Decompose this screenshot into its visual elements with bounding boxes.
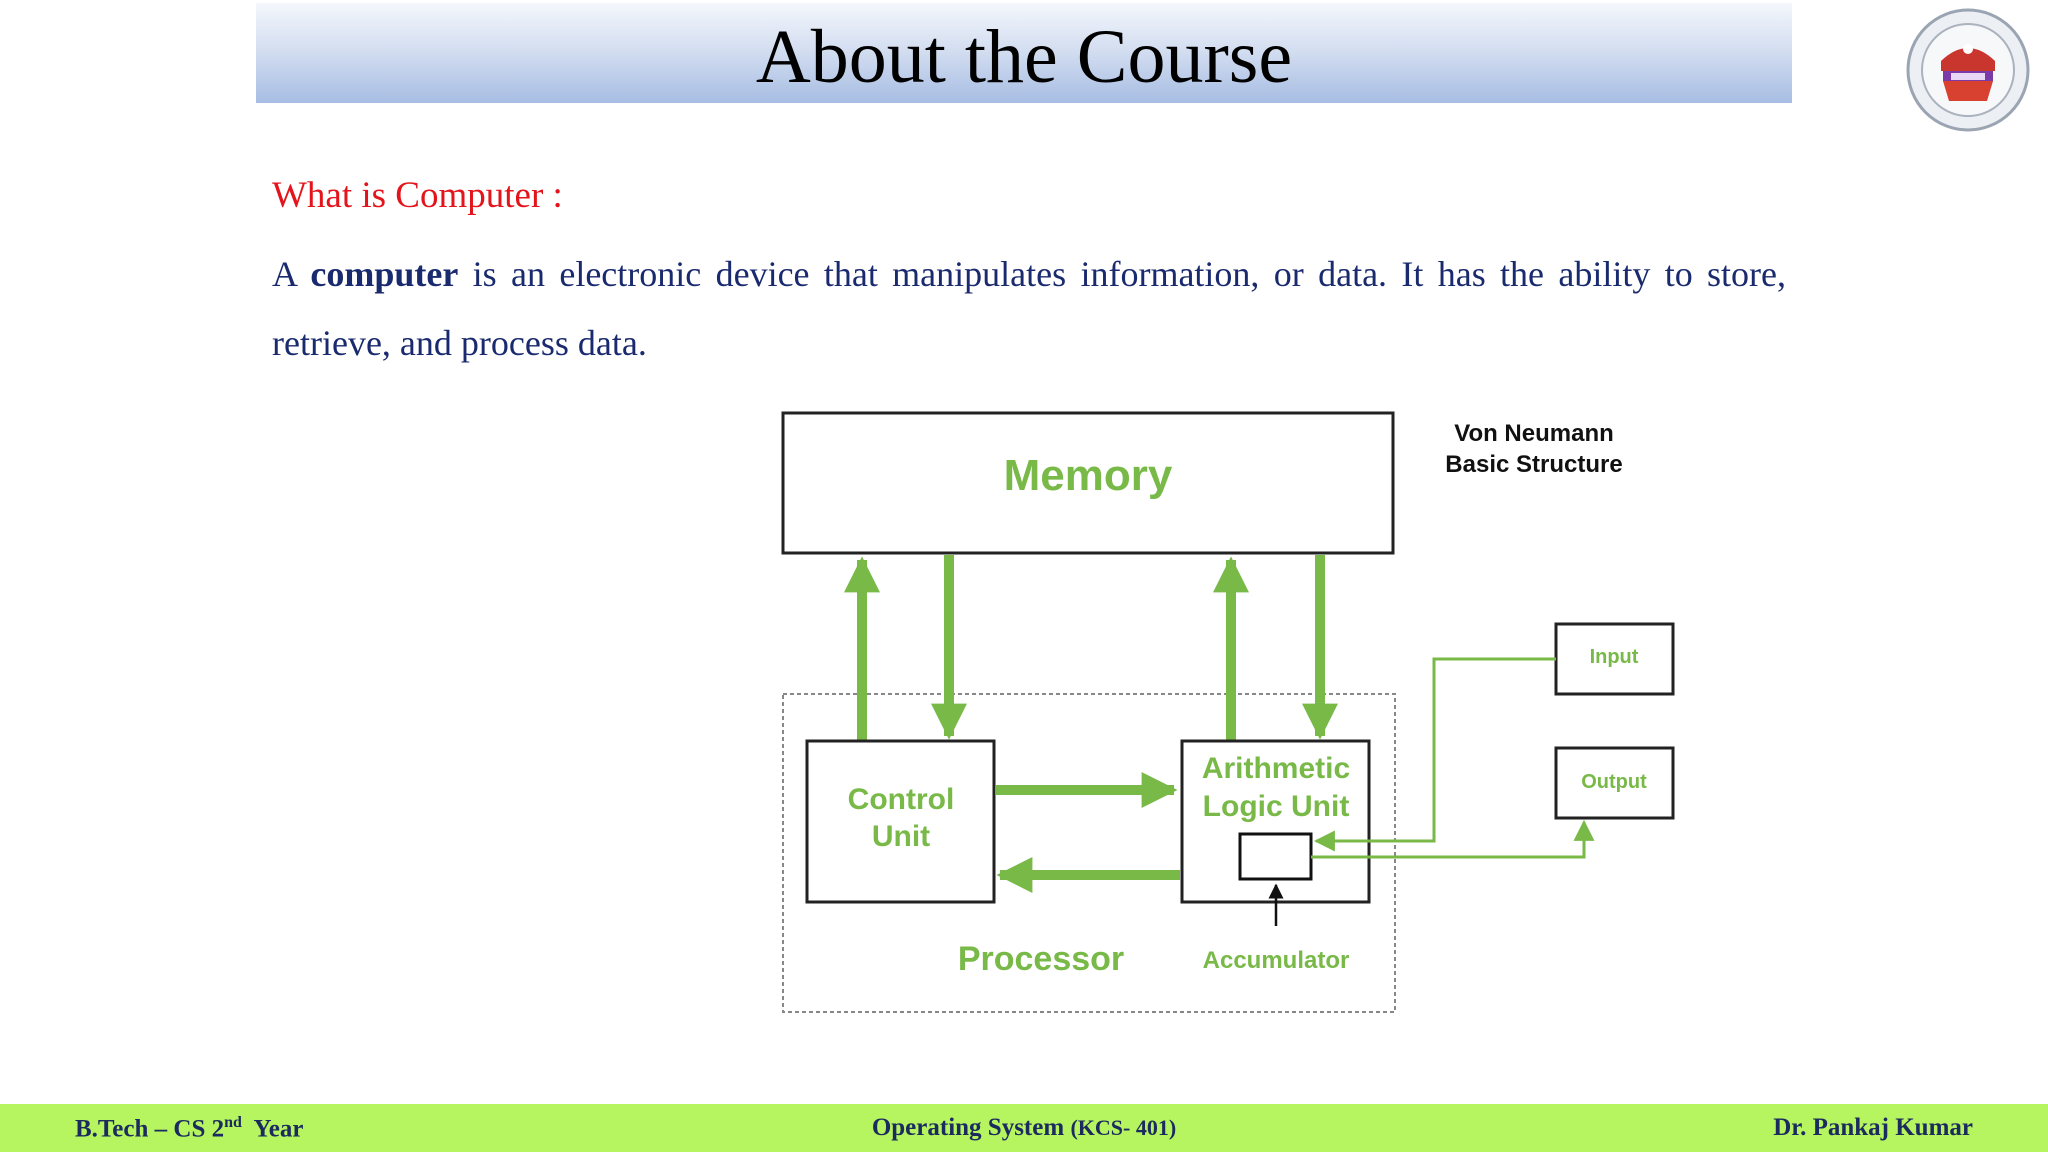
footer-subject-name: Operating System (871, 1114, 1065, 1141)
footer-course-sup: nd (224, 1114, 242, 1131)
title-bar: About the Course (256, 3, 1792, 103)
footer-author: Dr. Pankaj Kumar (1773, 1114, 1973, 1141)
output-label: Output (1581, 771, 1647, 793)
accumulator-label: Accumulator (1203, 947, 1350, 974)
para-prefix: A (272, 254, 297, 294)
arrow-input-to-accumulator (1313, 657, 1556, 852)
arrow-accumulator-to-output (1311, 819, 1595, 859)
subheading-what-is-computer: What is Computer : (272, 175, 563, 216)
processor-boundary (782, 693, 1396, 1013)
footer-subject-code: (KCS- 401) (1070, 1115, 1177, 1140)
slide-title: About the Course (755, 15, 1293, 99)
control-unit-line2: Unit (872, 820, 930, 853)
para-bold-term: computer (310, 254, 459, 294)
footer-bar: B.Tech – CS 2nd Year Operating System (K… (0, 1104, 2048, 1152)
input-label: Input (1590, 646, 1639, 668)
processor-label: Processor (958, 940, 1124, 978)
diagram-title-line2: Basic Structure (1445, 451, 1622, 478)
footer-course-suffix: Year (253, 1115, 304, 1143)
footer-course-prefix: B.Tech – CS 2 (75, 1115, 225, 1143)
accumulator-register (1238, 832, 1313, 881)
alu-line1: Arithmetic (1202, 752, 1350, 785)
von-neumann-diagram: Memory Von Neumann Basic Structure Contr… (781, 411, 1675, 1013)
para-rest: is an electronic device that manipulates… (272, 254, 1787, 363)
definition-paragraph: A computer is an electronic device that … (272, 240, 1786, 378)
diagram-title-line1: Von Neumann (1454, 420, 1614, 447)
control-unit-line1: Control (848, 783, 955, 816)
memory-label: Memory (1004, 451, 1173, 500)
output-box (1554, 746, 1675, 820)
memory-box (781, 411, 1395, 555)
footer-subject: Operating System (KCS- 401) (0, 1114, 2048, 1142)
alu-line2: Logic Unit (1203, 790, 1350, 823)
control-unit-box (805, 739, 996, 904)
footer-course: B.Tech – CS 2nd Year (75, 1114, 303, 1143)
institute-logo-icon (1906, 8, 2030, 132)
